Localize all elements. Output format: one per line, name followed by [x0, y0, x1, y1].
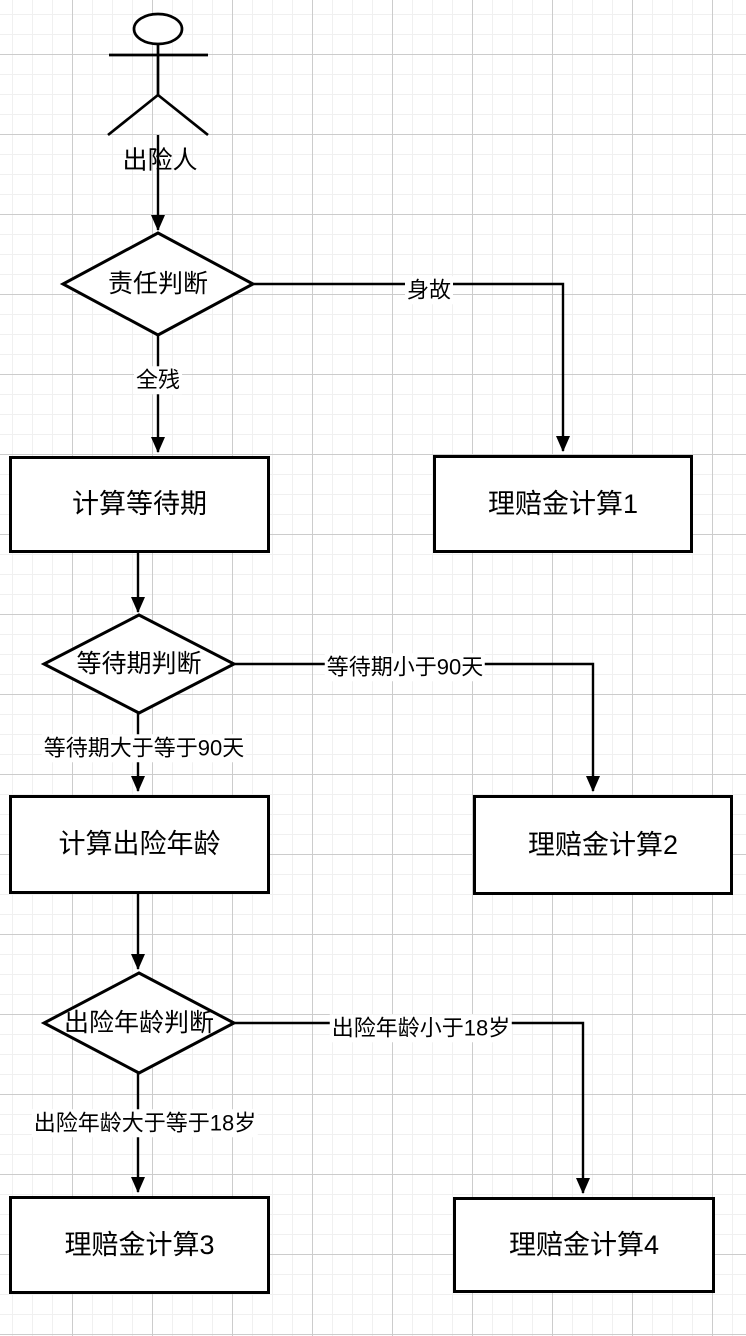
actor-head — [132, 12, 184, 46]
edge-age-to-claim4[interactable] — [234, 1021, 590, 1194]
decision-liability-shape[interactable] — [59, 231, 257, 337]
process-claim-calc-1-label: 理赔金计算1 — [487, 488, 639, 519]
actor-left-leg — [107, 93, 159, 137]
edge-label-age-lt-18: 出险年龄小于18岁 — [329, 1014, 513, 1042]
edge-label-total-disability: 全残 — [133, 366, 183, 394]
edge-label-actor: 出险人 — [122, 146, 198, 175]
process-calc-waiting-period[interactable]: 计算等待期 — [9, 456, 270, 553]
decision-waiting-period-shape[interactable] — [40, 613, 238, 715]
edge-waiting-to-claim2[interactable] — [234, 662, 600, 792]
edge-label-age-gte-18: 出险年龄大于等于18岁 — [31, 1109, 259, 1137]
process-claim-calc-2[interactable]: 理赔金计算2 — [473, 795, 733, 895]
process-claim-calc-1[interactable]: 理赔金计算1 — [433, 455, 693, 553]
edge-label-waiting-gte-90-days: 等待期大于等于90天 — [41, 734, 247, 762]
process-claim-calc-4-label: 理赔金计算4 — [508, 1229, 660, 1260]
process-calc-accident-age[interactable]: 计算出险年龄 — [9, 795, 270, 894]
actor-shape[interactable] — [107, 12, 209, 137]
process-calc-waiting-period-label: 计算等待期 — [72, 489, 207, 520]
edge-label-death: 身故 — [404, 276, 454, 304]
edge-label-waiting-lt-90-days: 等待期小于90天 — [324, 653, 486, 681]
process-claim-calc-4[interactable]: 理赔金计算4 — [453, 1197, 715, 1293]
process-calc-accident-age-label: 计算出险年龄 — [58, 829, 221, 860]
process-claim-calc-3[interactable]: 理赔金计算3 — [9, 1196, 270, 1294]
actor-right-leg — [157, 93, 209, 137]
process-claim-calc-2-label: 理赔金计算2 — [527, 829, 679, 860]
process-claim-calc-3-label: 理赔金计算3 — [64, 1229, 215, 1260]
edge-liability-to-claim1[interactable] — [253, 282, 570, 452]
decision-accident-age-shape[interactable] — [40, 971, 238, 1075]
